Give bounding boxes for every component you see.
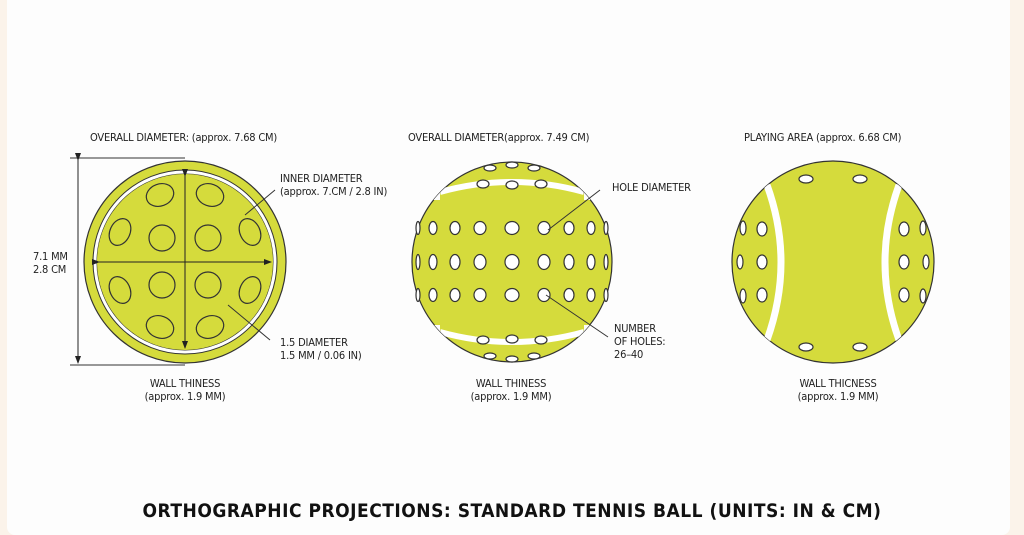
front-view-footer: WALL THINESS(approx. 1.9 MM) xyxy=(125,377,245,403)
hole xyxy=(428,220,438,236)
side-view-footer: WALL THINESS(approx. 1.9 MM) xyxy=(451,377,571,403)
hole xyxy=(415,220,421,236)
dimension-cm: 2.8 CM xyxy=(33,263,67,276)
callout-value: (approx. 7.CM / 2.8 IN) xyxy=(280,185,388,198)
side-view-ball xyxy=(411,161,613,363)
callout-value: 26–40 xyxy=(614,348,644,361)
front-view-ball xyxy=(70,153,287,366)
hole xyxy=(537,287,551,303)
hole xyxy=(415,253,421,271)
footer-value: (approx. 1.9 MM) xyxy=(470,390,552,403)
hole xyxy=(415,287,421,303)
hole xyxy=(603,220,609,236)
hole xyxy=(504,253,520,271)
hole xyxy=(504,287,520,303)
hole xyxy=(603,287,609,303)
footer-value: (approx. 1.9 MM) xyxy=(797,390,879,403)
diagram-title: ORTHOGRAPHIC PROJECTIONS: STANDARD TENNI… xyxy=(142,500,882,522)
top-view-heading: PLAYING AREA (approx. 6.68 CM) xyxy=(744,131,902,144)
hole xyxy=(563,287,575,303)
front-view-heading: OVERALL DIAMETER: (approx. 7.68 CM) xyxy=(90,131,278,144)
hole-diameter-callout: HOLE DIAMETER xyxy=(612,181,691,194)
callout-title: INNER DIAMETER xyxy=(280,172,363,185)
hole xyxy=(449,253,461,271)
hole xyxy=(563,220,575,236)
hole xyxy=(537,220,551,236)
footer-title: WALL THINESS xyxy=(475,377,547,390)
footer-title: WALL THICNESS xyxy=(799,377,877,390)
callout-line: OF HOLES: xyxy=(614,335,666,348)
hole xyxy=(586,220,596,236)
hole xyxy=(473,287,487,303)
dimension-mm: 7.1 MM xyxy=(33,250,68,263)
hole xyxy=(428,287,438,303)
callout-line: NUMBER xyxy=(614,322,656,335)
hole xyxy=(603,253,609,271)
hole xyxy=(473,220,487,236)
inner-diameter-callout: INNER DIAMETER(approx. 7.CM / 2.8 IN) xyxy=(280,172,387,198)
hole xyxy=(563,253,575,271)
hole xyxy=(449,220,461,236)
callout-title: 1.5 DIAMETER xyxy=(280,336,348,349)
hole xyxy=(449,287,461,303)
footer-title: WALL THINESS xyxy=(149,377,221,390)
hole xyxy=(586,253,596,271)
hole xyxy=(586,287,596,303)
hole xyxy=(473,253,487,271)
top-view-footer: WALL THICNESS(approx. 1.9 MM) xyxy=(778,377,898,403)
footer-value: (approx. 1.9 MM) xyxy=(144,390,226,403)
hole xyxy=(537,253,551,271)
top-view-ball xyxy=(731,160,935,364)
hole xyxy=(428,253,438,271)
hole xyxy=(504,220,520,236)
side-view-heading: OVERALL DIAMETER(approx. 7.49 CM) xyxy=(408,131,590,144)
callout-value: 1.5 MM / 0.06 IN) xyxy=(280,349,362,362)
